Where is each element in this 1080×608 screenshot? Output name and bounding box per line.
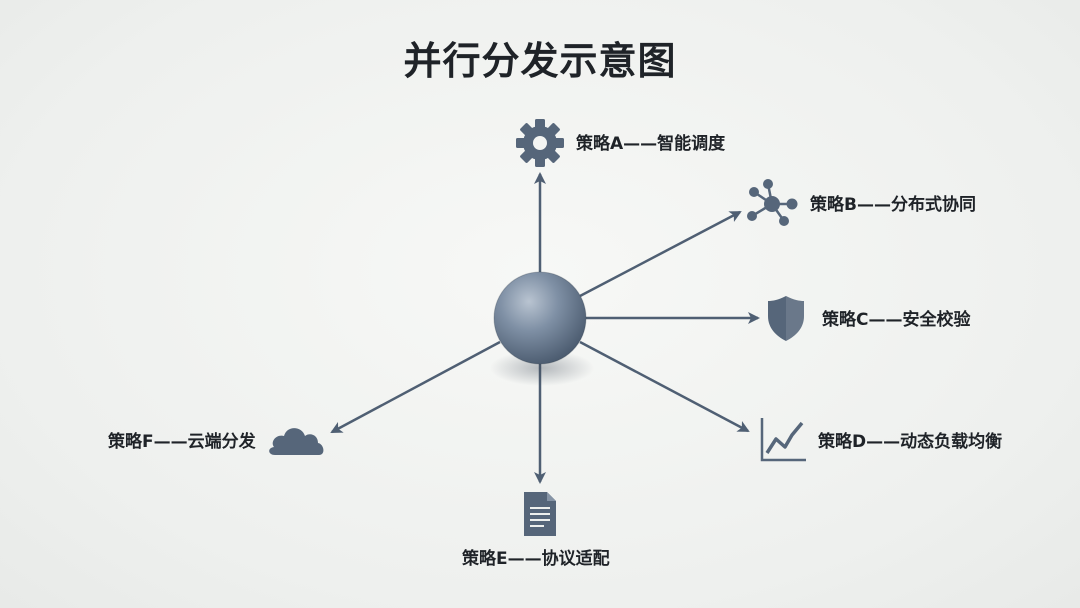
branch-label-c: 策略C——安全校验 (822, 310, 971, 330)
shield-icon (768, 296, 804, 341)
arrow-to-b (579, 210, 742, 298)
arrow-to-d (579, 340, 750, 433)
network-icon (747, 179, 798, 226)
branch-label-b: 策略B——分布式协同 (810, 195, 976, 215)
central-hub (490, 271, 594, 386)
document-icon (524, 492, 556, 536)
branch-label-d: 策略D——动态负载均衡 (818, 432, 1003, 452)
gear-icon (516, 119, 564, 167)
branch-label-a: 策略A——智能调度 (576, 134, 726, 154)
branch-label-f: 策略F——云端分发 (108, 432, 256, 452)
cloud-icon (269, 428, 324, 455)
branch-label-e: 策略E——协议适配 (462, 549, 610, 569)
connector-group (330, 172, 760, 484)
page-title: 并行分发示意图 (403, 39, 677, 83)
trend-chart-icon (760, 418, 806, 462)
arrow-to-f (330, 340, 501, 434)
